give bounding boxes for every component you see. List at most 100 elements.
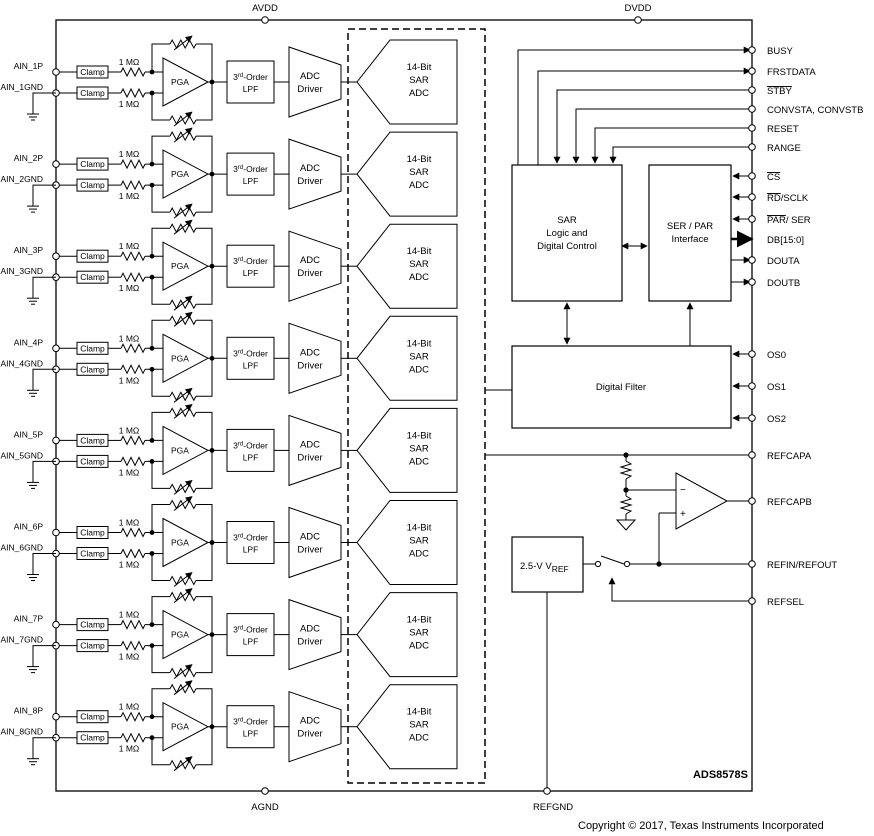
digital-filter-block: Digital Filter [511,345,732,429]
svg-text:STBY: STBY [767,86,792,97]
sar-adc-block [356,684,458,770]
dvdd-label: DVDD [625,3,652,14]
adc-driver-label: Driver [297,637,322,648]
pga-label: PGA [171,630,189,640]
adc-driver-amp [288,506,342,579]
adc-driver-label: Driver [297,360,322,371]
lpf-label: 3rd-Order [233,348,268,358]
clamp-label: Clamp [80,528,105,538]
lpf-label-line2: LPF [243,452,259,462]
chip-outline [55,19,753,792]
clamp-label: Clamp [80,180,105,190]
avdd-pin [261,16,269,24]
svg-text:RD/SCLK: RD/SCLK [767,193,809,204]
adc-driver-label: ADC [300,163,320,174]
adc-label: 14-Bit [407,430,432,441]
sar-adc-block [356,39,458,125]
pin-convsta-convstb: CONVSTA, CONVSTB [748,105,863,116]
clamp-label: Clamp [80,620,105,630]
adc-label: SAR [409,720,429,731]
resistor-label: 1 MΩ [119,652,140,662]
resistor-label: 1 MΩ [119,518,140,528]
lpf-box [226,613,275,657]
input-resistor [120,158,146,170]
adc-driver-label: ADC [300,624,320,635]
adc-driver-label: ADC [300,532,320,543]
pga-amplifier [162,149,210,199]
svg-text:DOUTB: DOUTB [767,278,800,289]
adc-label: 14-Bit [407,707,432,718]
adc-label: SAR [409,351,429,362]
adc-driver-label: ADC [300,255,320,266]
lpf-label-line2: LPF [243,176,259,186]
adc-label: 14-Bit [407,615,432,626]
adc-driver-label: Driver [297,545,322,556]
svg-text:CONVSTA, CONVSTB: CONVSTA, CONVSTB [767,105,863,116]
pga-label: PGA [171,353,189,363]
adc-driver-label: ADC [300,71,320,82]
svg-text:DOUTA: DOUTA [767,256,800,267]
svg-text:REFIN/REFOUT: REFIN/REFOUT [767,560,837,571]
clamp-label: Clamp [80,549,105,559]
resistor-label: 1 MΩ [119,702,140,712]
pin-os2: OS2 [748,414,786,425]
adc-label: ADC [409,733,429,744]
lpf-box [226,60,275,104]
resistor-label: 1 MΩ [119,375,140,385]
svg-text:REFCAPB: REFCAPB [767,497,812,508]
adc-driver-label: Driver [297,452,322,463]
adc-label: ADC [409,272,429,283]
clamp-label: Clamp [80,435,105,445]
adc-driver-amp [288,138,342,210]
ain-p-pin [52,620,60,629]
ain-p-label: AIN_4P [14,337,44,347]
ain-p-pin [52,436,60,445]
adc-label: SAR [409,259,429,270]
ain-p-label: AIN_2P [14,153,44,163]
svg-text:CS: CS [767,172,780,183]
sar-adc-block [356,315,458,401]
clamp-label: Clamp [80,456,105,466]
adc-driver-amp [288,414,342,487]
adc-driver-amp [288,322,342,395]
pga-label: PGA [171,722,189,732]
svg-text:PAR/ SER: PAR/ SER [767,215,811,226]
ain-p-label: AIN_3P [14,245,44,255]
adc-label: 14-Bit [407,62,432,73]
clamp-label: Clamp [80,364,105,374]
pin-frstdata: FRSTDATA [748,67,816,78]
resistor-label: 1 MΩ [119,283,140,293]
pga-amplifier [162,701,210,752]
clamp-label: Clamp [80,343,105,353]
svg-text:REFSEL: REFSEL [767,597,804,608]
pin-range: RANGE [748,143,801,154]
ain-gnd-label: AIN_5GND [0,450,43,460]
adc-driver-label: ADC [300,716,320,727]
input-resistor [120,732,146,743]
ain-gnd-label: AIN_6GND [0,543,43,553]
lpf-label-line2: LPF [243,729,259,739]
digital-filter-label: Digital Filter [596,382,646,393]
adc-label: ADC [409,364,429,375]
vref-block: 2.5-V VREF [511,536,584,593]
ain-p-pin [52,252,60,261]
pin-doutb: DOUTB [748,278,800,289]
sar-logic-line3: Digital Control [537,241,597,252]
pin-refcapb: REFCAPB [748,497,812,508]
lpf-label-line2: LPF [243,268,259,278]
clamp-label: Clamp [80,733,105,743]
adc-label: ADC [409,456,429,467]
adc-label: SAR [409,628,429,639]
adc-label: 14-Bit [407,246,432,257]
input-resistor [120,548,146,559]
resistor-label: 1 MΩ [119,560,140,570]
adc-label: SAR [409,536,429,547]
ain-gnd-label: AIN_2GND [0,174,43,184]
ain-p-label: AIN_8P [14,706,44,716]
resistor-label: 1 MΩ [119,467,140,477]
lpf-label: 3rd-Order [233,440,268,450]
pga-label: PGA [171,261,189,271]
ain-p-label: AIN_6P [14,522,44,532]
interface-line2: Interface [672,234,709,245]
